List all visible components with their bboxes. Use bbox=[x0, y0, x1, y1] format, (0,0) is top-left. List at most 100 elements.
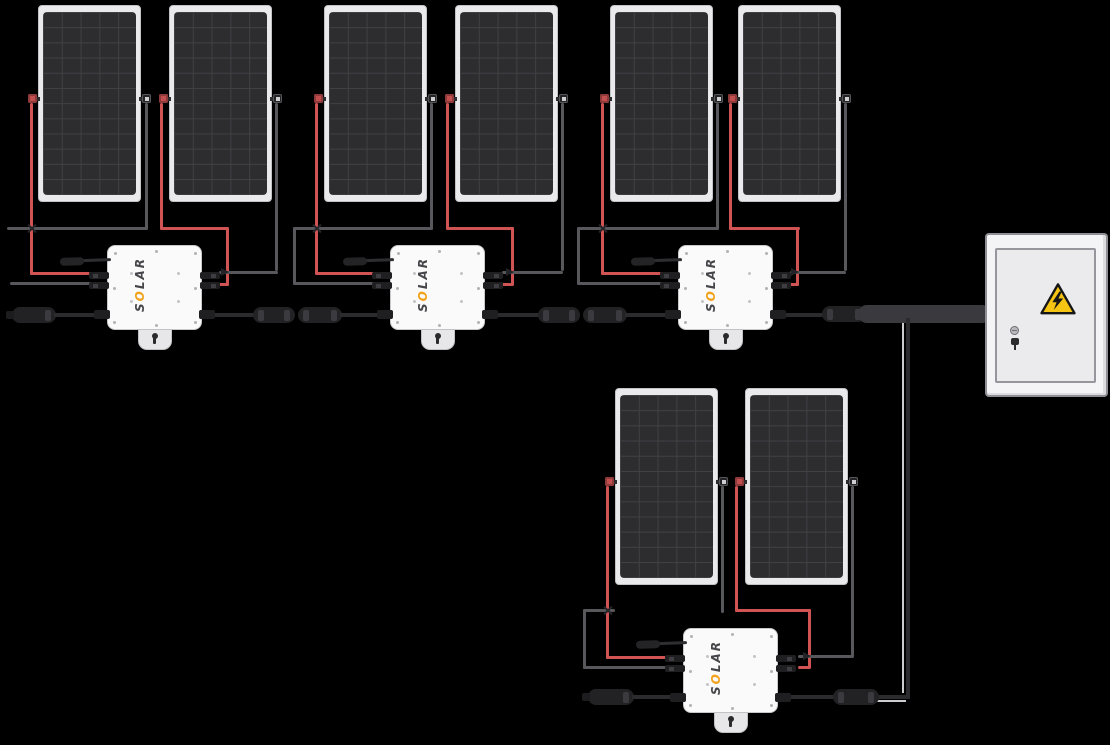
negative-wire-segment bbox=[7, 227, 148, 230]
negative-wire-segment bbox=[798, 655, 853, 658]
positive-wire-segment bbox=[606, 486, 609, 659]
cable-highlight bbox=[902, 323, 904, 693]
solar-panel-7 bbox=[605, 388, 728, 585]
dc-input-connector bbox=[665, 665, 685, 672]
positive-wire-segment bbox=[601, 103, 604, 275]
solar-panel-5 bbox=[600, 5, 723, 202]
microinverter-2: SOLAR bbox=[343, 245, 503, 350]
microinverter-1: SOLAR bbox=[60, 245, 220, 350]
panel-negative-connector bbox=[425, 94, 437, 103]
screws bbox=[114, 252, 117, 255]
positive-wire-segment bbox=[446, 227, 514, 230]
dc-input-connector bbox=[89, 272, 109, 279]
solar-panel-2 bbox=[159, 5, 282, 202]
panel-positive-connector bbox=[28, 94, 40, 103]
positive-wire-segment bbox=[30, 103, 33, 275]
wire-junction-arrow bbox=[506, 268, 514, 276]
wire-crossing-mark bbox=[312, 224, 321, 233]
trunk-cable-connector bbox=[583, 307, 627, 323]
logo-letter: S bbox=[704, 301, 718, 312]
trunk-cable-connector bbox=[253, 307, 295, 323]
positive-wire-segment bbox=[796, 227, 799, 286]
ac-trunk-cable-segment bbox=[874, 695, 910, 699]
negative-wire-segment bbox=[293, 227, 433, 230]
positive-wire-segment bbox=[219, 283, 229, 286]
keyhole-slot-icon bbox=[434, 333, 441, 344]
panel-cells bbox=[750, 395, 843, 578]
panel-cells bbox=[174, 12, 267, 195]
solar-panel-8 bbox=[735, 388, 858, 585]
positive-wire-segment bbox=[729, 227, 800, 230]
panel-cells bbox=[743, 12, 836, 195]
wire-junction-arrow bbox=[803, 652, 811, 660]
positive-wire-segment bbox=[601, 272, 661, 275]
ac-trunk-cable-segment bbox=[632, 695, 672, 699]
dc-input-connector bbox=[372, 282, 392, 289]
ac-trunk-cable-segment bbox=[786, 313, 826, 317]
mounting-bracket bbox=[708, 329, 743, 350]
solar-panel-4 bbox=[445, 5, 568, 202]
wire-junction-arrow bbox=[791, 268, 799, 276]
antenna-icon bbox=[60, 258, 112, 263]
trunk-end-cap bbox=[582, 689, 634, 705]
trunk-cable-connector bbox=[833, 689, 879, 705]
logo-letter-accent: O bbox=[416, 289, 430, 302]
panel-negative-connector bbox=[716, 477, 728, 486]
cable-highlight bbox=[876, 699, 906, 702]
dc-input-connector bbox=[776, 665, 796, 672]
mounting-bracket bbox=[137, 329, 172, 350]
panel-cells bbox=[329, 12, 422, 195]
antenna-icon bbox=[631, 258, 683, 263]
panel-negative-connector bbox=[846, 477, 858, 486]
positive-wire-segment bbox=[798, 666, 810, 669]
logo-letter: S bbox=[709, 684, 723, 695]
inverter-logo: SOLAR bbox=[415, 257, 431, 312]
ac-trunk-port bbox=[770, 310, 786, 319]
negative-wire-segment bbox=[502, 271, 563, 274]
negative-wire-segment bbox=[293, 227, 296, 285]
panel-cells bbox=[615, 12, 708, 195]
negative-wire-segment bbox=[583, 666, 670, 669]
logo-letters: LAR bbox=[709, 639, 723, 673]
ac-trunk-cable-segment bbox=[340, 313, 378, 317]
panel-positive-connector bbox=[605, 477, 617, 486]
ac-trunk-port bbox=[94, 310, 110, 319]
dc-input-connector bbox=[660, 282, 680, 289]
panel-positive-connector bbox=[159, 94, 171, 103]
negative-wire-segment bbox=[275, 103, 278, 271]
mounting-bracket bbox=[713, 712, 748, 733]
ac-trunk-port bbox=[199, 310, 215, 319]
ac-trunk-port bbox=[665, 310, 681, 319]
panel-negative-connector bbox=[556, 94, 568, 103]
ac-trunk-port bbox=[377, 310, 393, 319]
logo-letter-accent: O bbox=[709, 672, 723, 685]
trunk-cable-connector bbox=[538, 307, 580, 323]
negative-wire-segment bbox=[716, 103, 719, 230]
wire-junction-arrow bbox=[221, 268, 229, 276]
negative-wire-segment bbox=[583, 609, 586, 669]
main-ac-cable bbox=[858, 305, 991, 323]
logo-letters: LAR bbox=[416, 256, 430, 290]
inverter-logo: SOLAR bbox=[132, 257, 148, 312]
inverter-logo: SOLAR bbox=[708, 640, 724, 695]
antenna-icon bbox=[343, 258, 395, 263]
end-cap-tip bbox=[582, 693, 590, 701]
logo-letters: LAR bbox=[704, 256, 718, 290]
ac-trunk-cable-segment bbox=[54, 313, 98, 317]
positive-wire-segment bbox=[808, 609, 811, 669]
door-key-icon bbox=[1011, 338, 1019, 350]
dc-input-connector bbox=[200, 272, 220, 279]
ac-trunk-cable-segment bbox=[625, 313, 666, 317]
negative-wire-segment bbox=[721, 486, 724, 613]
trunk-end-cap bbox=[6, 307, 56, 323]
ac-trunk-cable-segment bbox=[790, 695, 836, 699]
logo-letter: S bbox=[416, 301, 430, 312]
negative-wire-segment bbox=[145, 103, 148, 230]
dc-input-connector bbox=[200, 282, 220, 289]
negative-wire-segment bbox=[577, 282, 666, 285]
dc-input-connector bbox=[483, 282, 503, 289]
wire-crossing-mark bbox=[598, 224, 607, 233]
negative-wire-segment bbox=[10, 282, 95, 285]
panel-cells bbox=[460, 12, 553, 195]
keyhole-slot-icon bbox=[151, 333, 158, 344]
